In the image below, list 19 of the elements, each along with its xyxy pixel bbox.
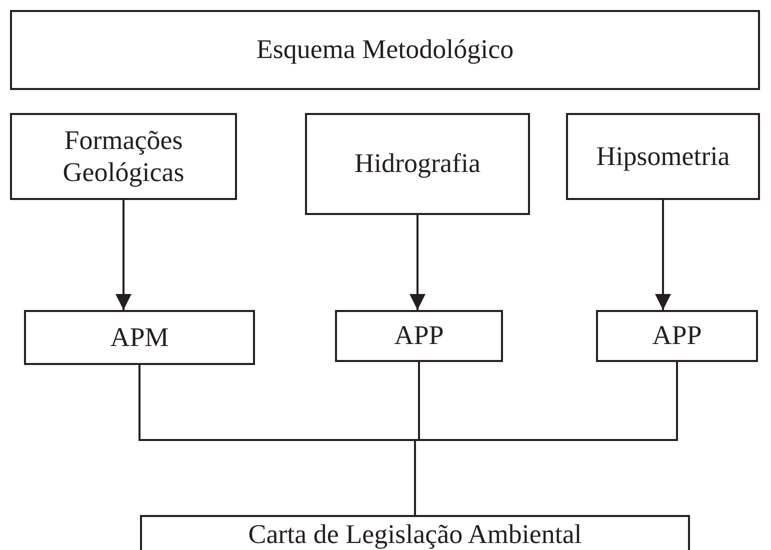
process-box [10,10,760,90]
process-box [305,113,530,215]
node-label: APM [110,322,169,354]
process-box [335,310,503,362]
arrow [410,215,426,310]
process-box [24,310,255,365]
node-label: Hipsometria [596,140,730,172]
arrow [655,200,671,310]
process-box [566,113,760,200]
node-label: APP [652,320,702,352]
process-box [596,310,758,362]
node-label: APP [394,320,444,352]
arrow [116,200,132,310]
node-label: Carta de Legislação Ambiental [248,519,582,550]
process-box [10,113,237,200]
node-label: Esquema Metodológico [256,34,514,66]
process-box [140,515,690,550]
node-label: Formações Geológicas [62,125,186,188]
node-label: Hidrografia [354,148,480,180]
